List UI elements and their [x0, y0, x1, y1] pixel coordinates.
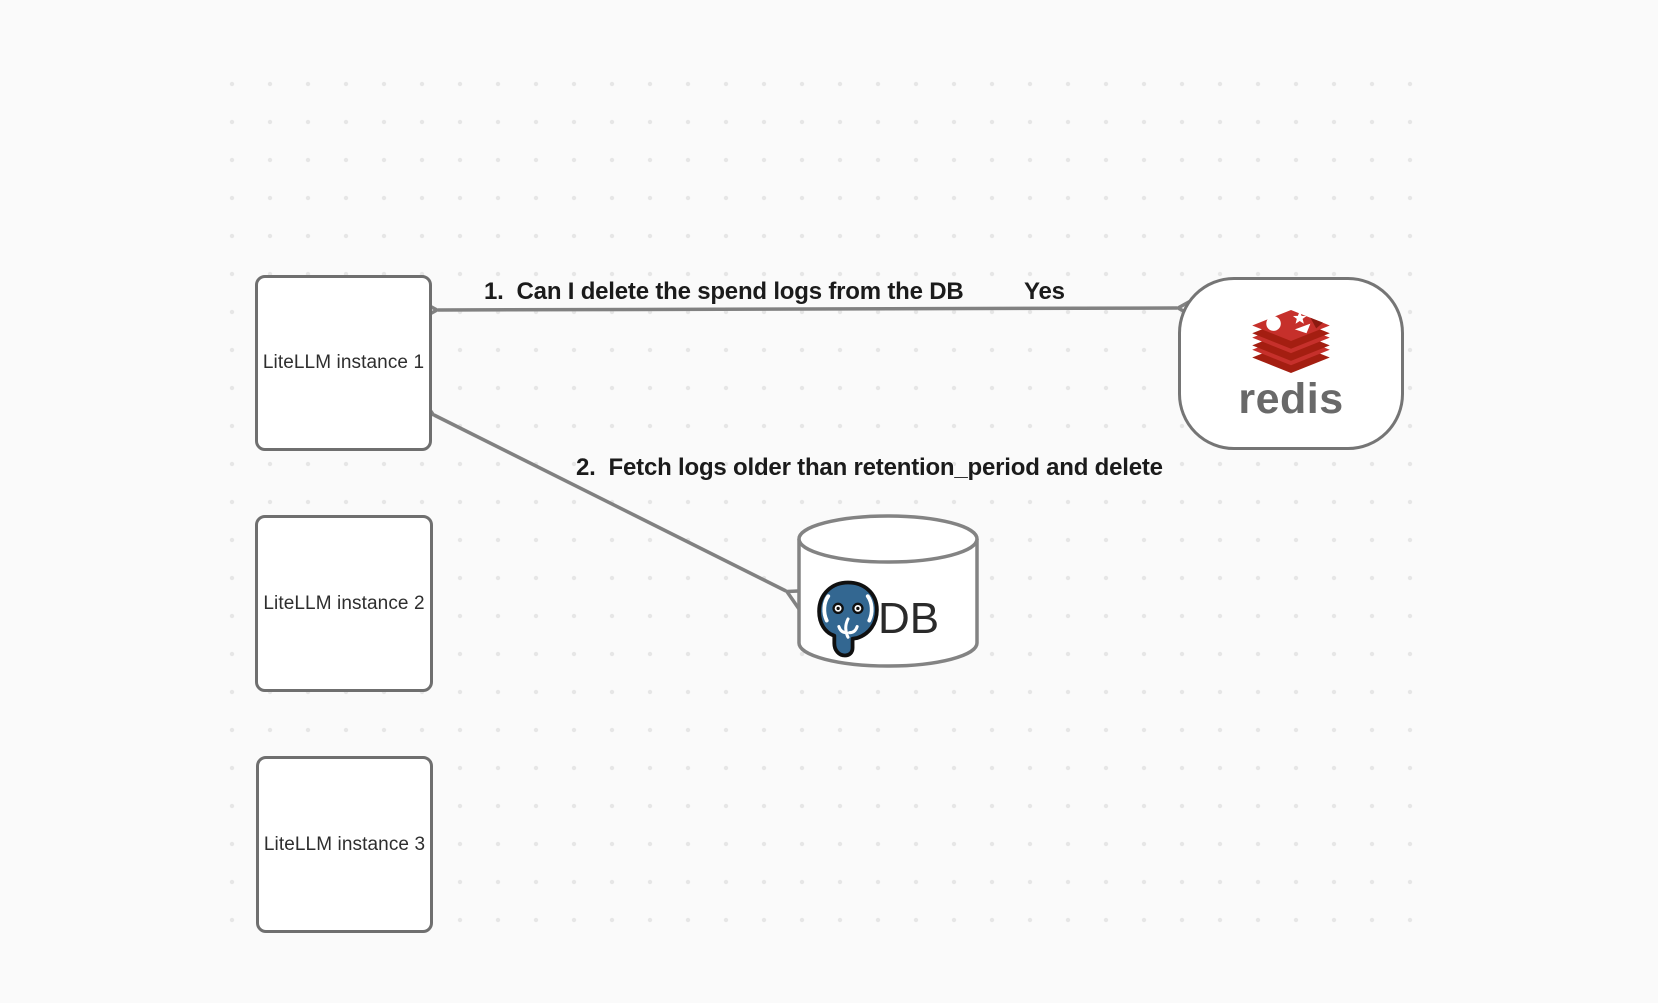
litellm-instance-3-label: LiteLLM instance 3: [263, 833, 426, 855]
postgresql-elephant-icon: [817, 580, 879, 658]
node-litellm-instance-2: LiteLLM instance 2: [255, 515, 433, 692]
litellm-instance-1-label: LiteLLM instance 1: [262, 352, 425, 373]
node-litellm-instance-1: LiteLLM instance 1: [255, 275, 432, 451]
redis-logo-icon: [1252, 310, 1330, 374]
litellm-instance-2-label: LiteLLM instance 2: [263, 592, 425, 614]
edge-1-label: 1. Can I delete the spend logs from the …: [484, 278, 964, 305]
edge-litellm1-redis-arrow: [415, 295, 1200, 323]
edge-litellm1-db-arrow: [408, 394, 812, 612]
node-litellm-instance-3: LiteLLM instance 3: [256, 756, 433, 933]
edge-2-label: 2. Fetch logs older than retention_perio…: [576, 454, 1163, 481]
node-redis: redis: [1178, 277, 1404, 450]
edge-1-response-label: Yes: [1024, 278, 1065, 305]
redis-wordmark: redis: [1238, 375, 1344, 423]
db-label: DB: [878, 594, 940, 643]
node-database: DB: [810, 578, 970, 660]
